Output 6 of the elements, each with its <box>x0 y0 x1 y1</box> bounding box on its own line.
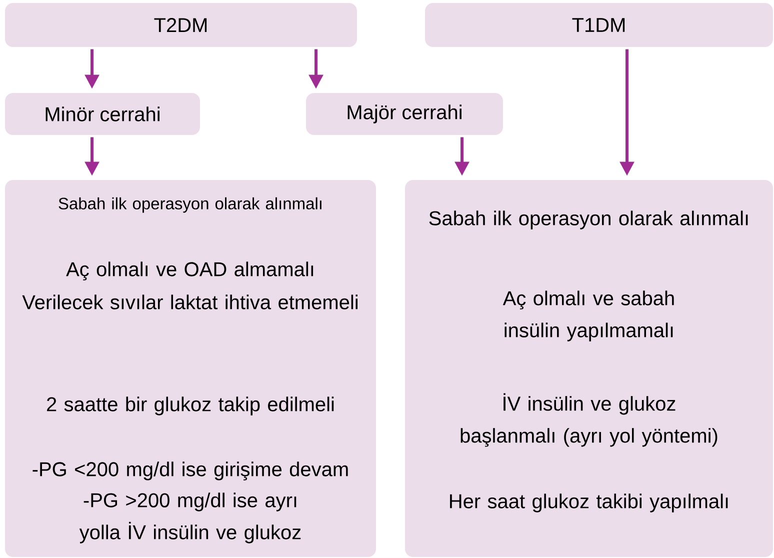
label-box: T2DM <box>5 3 357 47</box>
text-box: Sabah ilk operasyon olarak alınmalı Aç olmalı ve sabah insülin yapılmamalı İV insülin ve glukoz başlanmalı (ayrı yol yöntemi) Her saat glukoz takibi yapılmalı <box>405 180 773 557</box>
label-box: T1DM <box>425 3 773 47</box>
label-box: Minör cerrahi <box>5 93 200 135</box>
text-box: Sabah ilk operasyon olarak alınmalı Aç olmalı ve OAD almamalı Verilecek sıvılar laktat ihtiva etmemeli 2 saatte bir glukoz takip edilmeli -PG <200 mg/dl ise girişime devam -PG >200 mg/dl ise ayrı yolla İV insülin ve glukoz <box>5 180 376 557</box>
label-box: Majör cerrahi <box>306 93 503 135</box>
